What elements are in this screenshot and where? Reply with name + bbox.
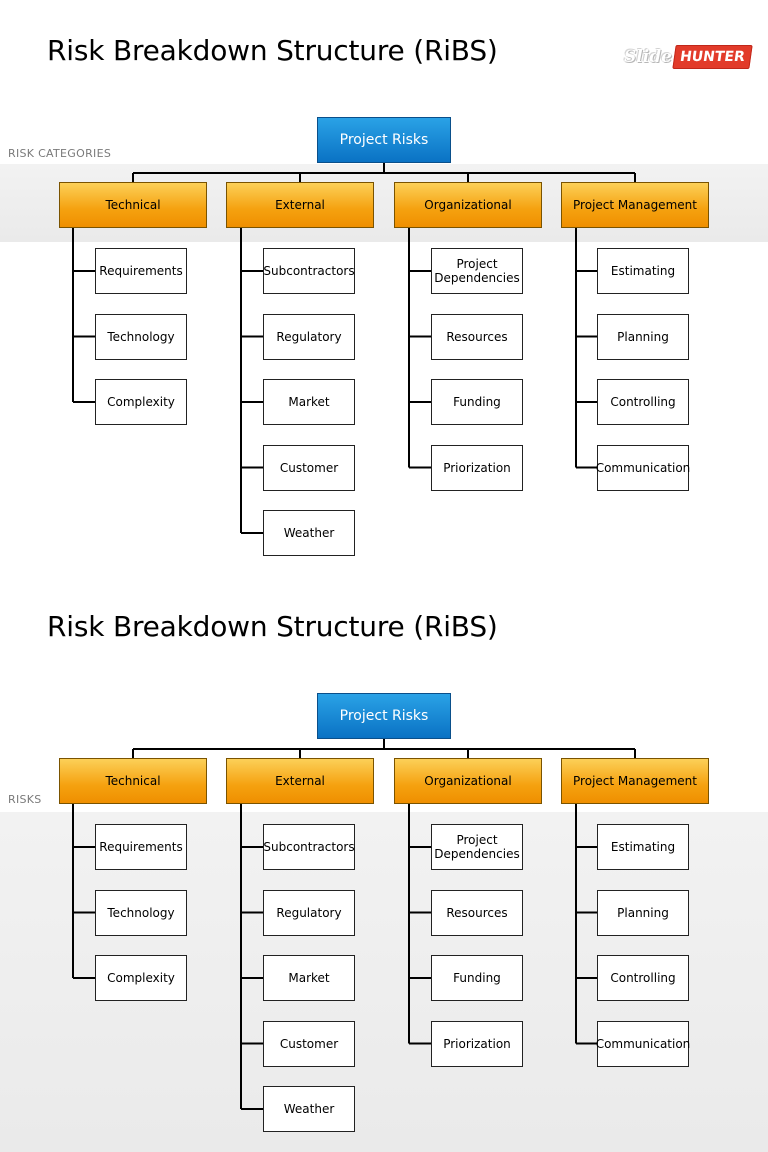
category-node-external: External <box>226 758 374 804</box>
logo-text-slide: Slide <box>624 47 672 67</box>
risk-node-regulatory: Regulatory <box>263 889 355 936</box>
risk-node-priorization: Priorization <box>431 1020 523 1067</box>
risk-node-technology: Technology <box>95 313 187 360</box>
risk-node-complexity: Complexity <box>95 379 187 425</box>
root-node-project-risks: Project Risks <box>317 117 451 163</box>
risk-node-technology: Technology <box>95 889 187 936</box>
risk-node-resources: Resources <box>431 313 523 360</box>
risk-node-customer: Customer <box>263 1020 355 1067</box>
risk-node-controlling: Controlling <box>597 955 689 1001</box>
risk-node-resources: Resources <box>431 889 523 936</box>
risk-node-project-dependencies: Project Dependencies <box>431 824 523 870</box>
category-node-project-management: Project Management <box>561 182 709 228</box>
slide-title: Risk Breakdown Structure (RiBS) <box>47 610 498 643</box>
category-node-project-management: Project Management <box>561 758 709 804</box>
risk-node-funding: Funding <box>431 379 523 425</box>
risk-node-priorization: Priorization <box>431 444 523 491</box>
category-node-technical: Technical <box>59 182 207 228</box>
risk-node-funding: Funding <box>431 955 523 1001</box>
risk-node-planning: Planning <box>597 313 689 360</box>
slide-title: Risk Breakdown Structure (RiBS) <box>47 34 498 67</box>
risk-node-subcontractors: Subcontractors <box>263 248 355 294</box>
risk-node-regulatory: Regulatory <box>263 313 355 360</box>
risk-node-weather: Weather <box>263 1086 355 1132</box>
root-node-project-risks: Project Risks <box>317 693 451 739</box>
band-label: RISK CATEGORIES <box>8 147 112 160</box>
category-node-organizational: Organizational <box>394 182 542 228</box>
risk-node-complexity: Complexity <box>95 955 187 1001</box>
risk-node-estimating: Estimating <box>597 824 689 870</box>
band-label: RISKS <box>8 793 42 806</box>
risk-node-market: Market <box>263 955 355 1001</box>
category-node-external: External <box>226 182 374 228</box>
category-node-technical: Technical <box>59 758 207 804</box>
risk-node-communication: Communication <box>596 444 690 491</box>
risk-node-requirements: Requirements <box>95 824 187 870</box>
connector-lines <box>72 739 636 1110</box>
slide-2: RISKS Risk Breakdown Structure (RiBS) Pr… <box>0 576 768 1152</box>
connector-lines <box>72 163 636 534</box>
risk-node-market: Market <box>263 379 355 425</box>
risk-node-estimating: Estimating <box>597 248 689 294</box>
risk-node-communication: Communication <box>596 1020 690 1067</box>
risk-node-customer: Customer <box>263 444 355 491</box>
risk-node-project-dependencies: Project Dependencies <box>431 248 523 294</box>
risk-node-planning: Planning <box>597 889 689 936</box>
risk-node-requirements: Requirements <box>95 248 187 294</box>
risk-node-weather: Weather <box>263 510 355 556</box>
category-node-organizational: Organizational <box>394 758 542 804</box>
slide-1: RISK CATEGORIES Risk Breakdown Structure… <box>0 34 768 556</box>
slidehunter-logo: Slide HUNTER <box>624 42 753 72</box>
risk-node-controlling: Controlling <box>597 379 689 425</box>
risk-node-subcontractors: Subcontractors <box>263 824 355 870</box>
